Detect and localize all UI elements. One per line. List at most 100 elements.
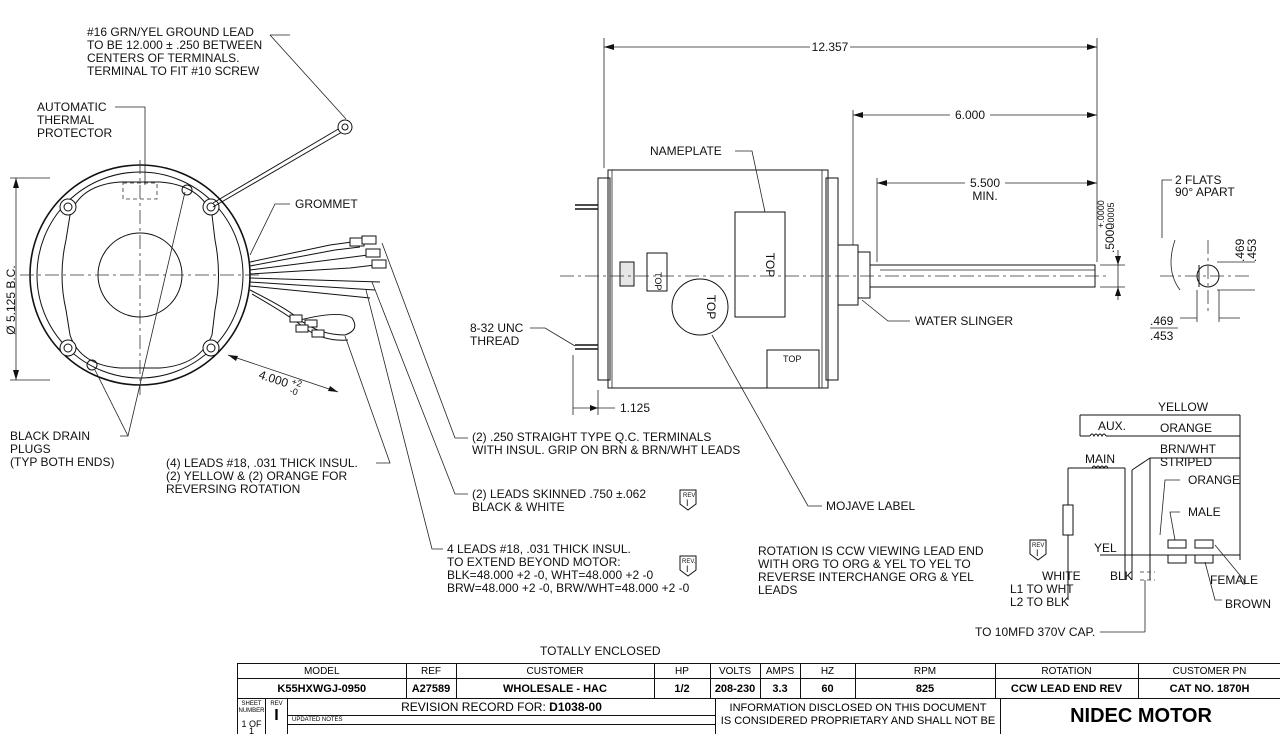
- revision-area: SHEET NUMBER 1 OF 1 REV I REVISION RECOR…: [238, 699, 1280, 734]
- wire-aux: AUX.: [1098, 419, 1126, 433]
- header-customer: CUSTOMER: [456, 664, 655, 679]
- overall-length-dimension: [603, 38, 1098, 262]
- thread-label-1: 8-32 UNC: [470, 321, 524, 335]
- svg-text:I: I: [1036, 548, 1039, 558]
- svg-text:CENTERS OF TERMINALS.: CENTERS OF TERMINALS.: [87, 51, 239, 65]
- ground-lead-note: #16 GRN/YEL GROUND LEAD TO BE 12.000 ± .…: [87, 25, 262, 78]
- shaft-end-view: [1160, 239, 1255, 322]
- svg-text:TO BE 12.000 ± .250 BETWEEN: TO BE 12.000 ± .250 BETWEEN: [87, 38, 262, 52]
- flats-label-2: 90° APART: [1175, 185, 1235, 199]
- wire-white: WHITE: [1042, 569, 1081, 583]
- water-slinger-label: WATER SLINGER: [915, 314, 1013, 328]
- totally-enclosed-label: TOTALLY ENCLOSED: [540, 644, 661, 658]
- svg-text:WITH INSUL. GRIP ON BRN & BRN/: WITH INSUL. GRIP ON BRN & BRN/WHT LEADS: [472, 443, 740, 457]
- rev-mark: REV. I: [679, 555, 697, 577]
- thermal-protector-note: AUTOMATIC THERMAL PROTECTOR: [37, 100, 146, 185]
- svg-text:BRW=48.000 +2 -0, BRW/WHT=48.0: BRW=48.000 +2 -0, BRW/WHT=48.000 +2 -0: [447, 581, 690, 595]
- top-label-small: TOP: [653, 272, 663, 290]
- svg-text:BLK=48.000 +2 -0, WHT=48.000 +: BLK=48.000 +2 -0, WHT=48.000 +2 -0: [447, 568, 653, 582]
- wire-brown: BROWN: [1225, 597, 1271, 611]
- svg-text:TO EXTEND BEYOND MOTOR:: TO EXTEND BEYOND MOTOR:: [447, 555, 621, 569]
- header-hp: HP: [654, 664, 711, 679]
- wire-brn-wht-striped: STRIPED: [1160, 455, 1212, 469]
- updated-notes: UPDATED NOTES: [288, 716, 715, 725]
- bolt-circle-label: Ø 5.125 B.C.: [4, 265, 18, 334]
- flat-dim-h2: .453: [1150, 329, 1174, 343]
- wire-yellow: YELLOW: [1158, 400, 1209, 414]
- header-customer-pn: CUSTOMER PN: [1138, 664, 1280, 679]
- wire-orange-2: ORANGE: [1188, 473, 1240, 487]
- shaft-diameter-value: .5000: [1103, 223, 1117, 253]
- svg-text:BLACK & WHITE: BLACK & WHITE: [472, 500, 565, 514]
- revision-doc: D1038-00: [549, 700, 602, 714]
- wire-yel: YEL: [1094, 541, 1117, 555]
- header-hz: HZ: [800, 664, 856, 679]
- value-rpm: 825: [855, 678, 996, 699]
- value-customer-pn: CAT NO. 1870H: [1138, 678, 1280, 699]
- round-label-top: TOP: [704, 295, 718, 319]
- shaft-diameter-tol-plus: +.0000: [1096, 200, 1106, 228]
- nameplate-label: NAMEPLATE: [650, 144, 722, 158]
- svg-text:TERMINAL TO FIT #10 SCREW: TERMINAL TO FIT #10 SCREW: [87, 64, 260, 78]
- svg-text:#16 GRN/YEL GROUND LEAD: #16 GRN/YEL GROUND LEAD: [87, 25, 254, 39]
- line-l1: L1 TO WHT: [1010, 582, 1074, 596]
- mount-boss: [59, 339, 77, 357]
- sheet-number-cell: SHEET NUMBER 1 OF 1: [238, 699, 266, 734]
- svg-text:I: I: [686, 564, 689, 574]
- side-view-motor: [560, 169, 1110, 389]
- svg-text:4 LEADS #18, .031 THICK INSUL.: 4 LEADS #18, .031 THICK INSUL.: [447, 542, 631, 556]
- svg-text:I: I: [686, 498, 689, 508]
- spec-table: MODEL REF CUSTOMER HP VOLTS AMPS HZ RPM …: [238, 664, 1280, 699]
- svg-text:REV.: REV.: [682, 559, 696, 565]
- header-ref: REF: [406, 664, 457, 679]
- svg-text:PLUGS: PLUGS: [10, 442, 51, 456]
- connector-male: MALE: [1188, 505, 1221, 519]
- revision-record: REVISION RECORD FOR: D1038-00 UPDATED NO…: [288, 699, 716, 734]
- shaft-diameter-dimension: [1100, 250, 1125, 300]
- stud-length-value: 1.125: [620, 401, 650, 415]
- svg-text:THERMAL: THERMAL: [37, 113, 95, 127]
- wire-orange-1: ORANGE: [1160, 421, 1212, 435]
- shaft-length-value: 6.000: [955, 108, 985, 122]
- value-model: K55HXWGJ-0950: [238, 678, 407, 699]
- mount-boss: [59, 198, 77, 216]
- line-l2: L2 TO BLK: [1010, 595, 1069, 609]
- flat-dim-v2: .453: [1245, 238, 1259, 262]
- svg-text:(2) LEADS SKINNED .750 ±.062: (2) LEADS SKINNED .750 ±.062: [472, 487, 646, 501]
- svg-text:(TYP BOTH ENDS): (TYP BOTH ENDS): [10, 455, 114, 469]
- value-hz: 60: [800, 678, 856, 699]
- mount-boss: [202, 198, 220, 216]
- lead-length-tol-plus: +2: [290, 376, 303, 389]
- svg-text:BLACK DRAIN: BLACK DRAIN: [10, 429, 90, 443]
- rev-value: I: [274, 707, 279, 724]
- proprietary-notice: INFORMATION DISCLOSED ON THIS DOCUMENT I…: [716, 699, 1001, 734]
- header-amps: AMPS: [760, 664, 801, 679]
- lead-length-value: 4.000: [257, 368, 290, 391]
- skinned-leads-note: (2) LEADS SKINNED .750 ±.062 BLACK & WHI…: [371, 281, 646, 514]
- grommet-label: GROMMET: [295, 197, 358, 211]
- thread-label-2: THREAD: [470, 334, 520, 348]
- value-hp: 1/2: [654, 678, 711, 699]
- lead-wires: [249, 235, 387, 341]
- reversing-leads-note: (4) LEADS #18, .031 THICK INSUL. (2) YEL…: [166, 335, 391, 496]
- spec-header-row: MODEL REF CUSTOMER HP VOLTS AMPS HZ RPM …: [238, 664, 1280, 679]
- value-ref: A27589: [406, 678, 457, 699]
- wiring-diagram: [1062, 414, 1245, 633]
- lead-length-dimension: [227, 354, 339, 393]
- value-customer: WHOLESALE - HAC: [456, 678, 655, 699]
- svg-text:(4) LEADS #18, .031 THICK INSU: (4) LEADS #18, .031 THICK INSUL.: [166, 456, 358, 470]
- rev-cell: REV I: [266, 699, 288, 734]
- wire-main: MAIN: [1085, 452, 1115, 466]
- flat-dim-h1: .469: [1150, 314, 1174, 328]
- svg-text:REVERSE INTERCHANGE ORG & YEL: REVERSE INTERCHANGE ORG & YEL: [758, 570, 974, 584]
- svg-text:(2) YELLOW & (2) ORANGE FOR: (2) YELLOW & (2) ORANGE FOR: [166, 469, 347, 483]
- value-rotation: CCW LEAD END REV: [995, 678, 1139, 699]
- end-view-motor: [10, 160, 260, 395]
- svg-text:AUTOMATIC: AUTOMATIC: [37, 100, 107, 114]
- stud-length-dimension: [572, 355, 615, 415]
- capacitor-note: TO 10MFD 370V CAP.: [975, 625, 1095, 639]
- svg-text:REV: REV: [683, 493, 695, 499]
- header-model: MODEL: [238, 664, 407, 679]
- ground-lead: [212, 34, 353, 208]
